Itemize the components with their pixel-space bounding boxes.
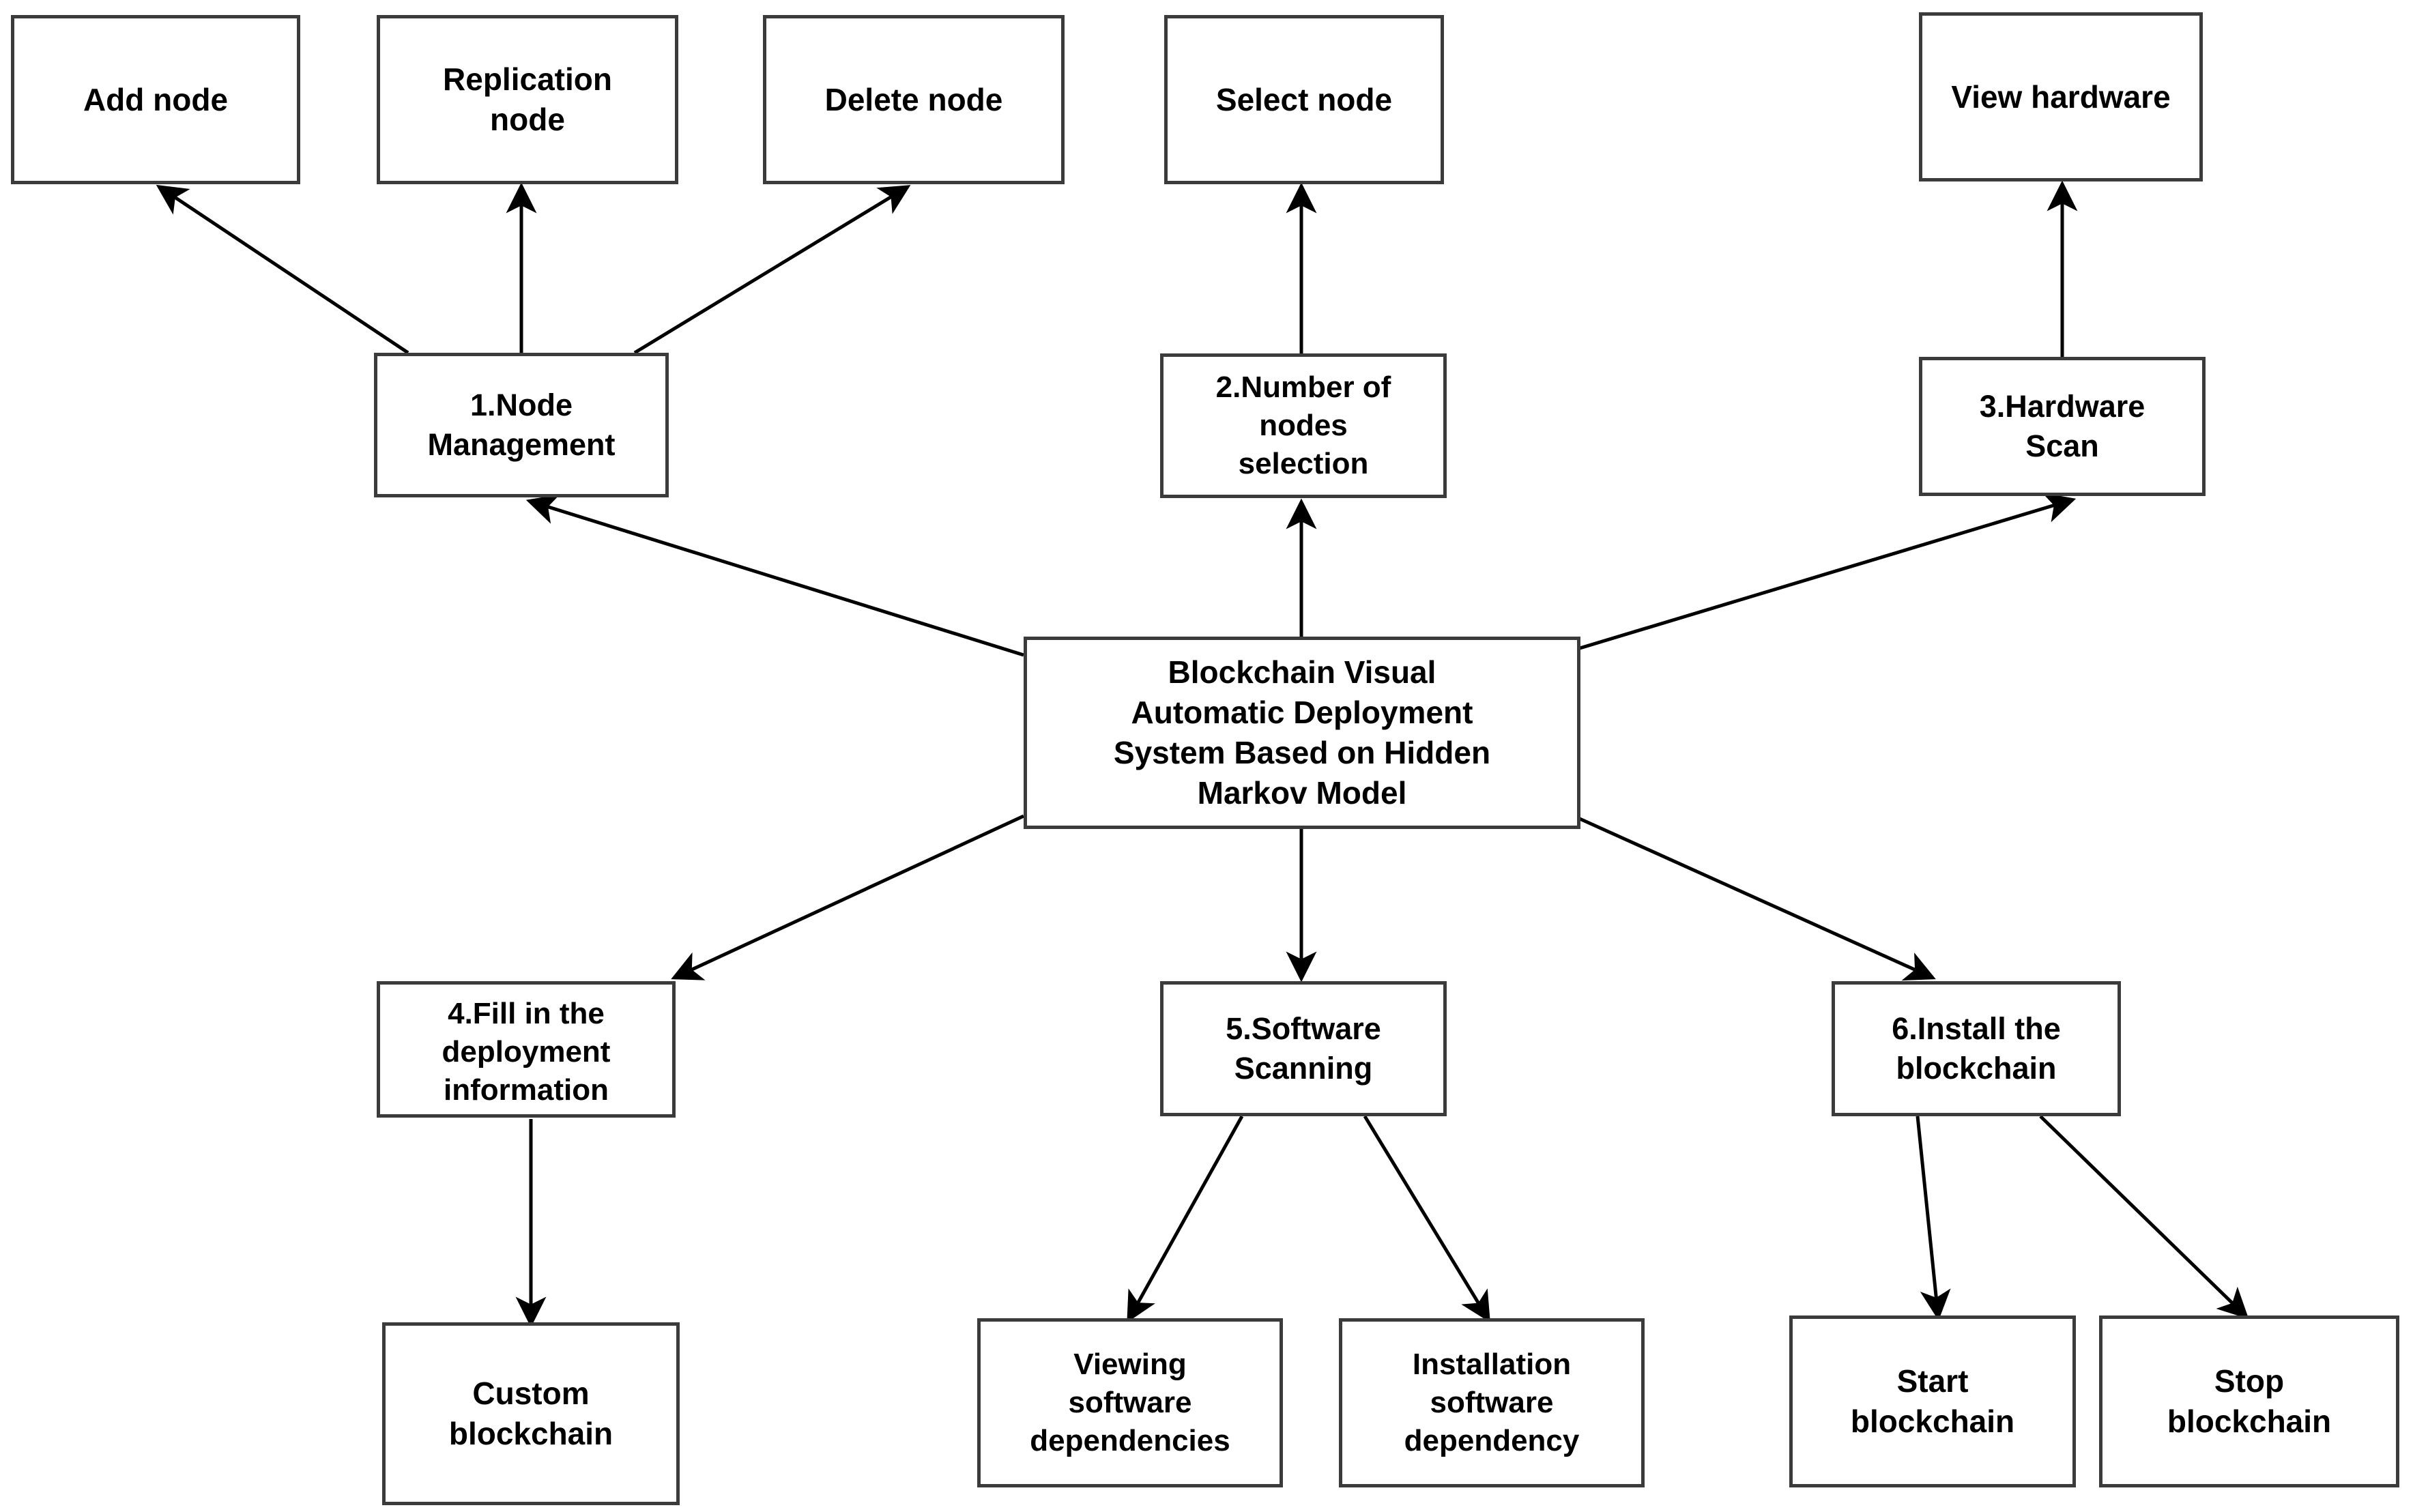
node-start-blockchain[interactable]: Start blockchain <box>1789 1315 2076 1487</box>
node-nodes-selection[interactable]: 2.Number of nodes selection <box>1160 353 1447 498</box>
node-delete-node[interactable]: Delete node <box>763 15 1065 184</box>
node-center-system[interactable]: Blockchain Visual Automatic Deployment S… <box>1024 637 1580 829</box>
edge-software-scanning-to-viewing-dependencies <box>1127 1115 1244 1323</box>
edge-center-to-hardware-scan <box>1579 493 2077 650</box>
node-node-management[interactable]: 1.Node Management <box>374 353 669 497</box>
node-select-node-label: Select node <box>1215 81 1393 117</box>
edge-software-scanning-to-installation-dependency <box>1363 1115 1490 1323</box>
edge-center-to-node-management <box>525 494 1024 657</box>
node-install-blockchain[interactable]: 6.Install the blockchain <box>1832 981 2121 1116</box>
node-view-hardware-label: View hardware <box>1951 78 2171 115</box>
node-software-scanning-label: 5.Software Scanning <box>1226 1011 1381 1086</box>
node-viewing-software-dependencies[interactable]: Viewing software dependencies <box>977 1318 1283 1487</box>
node-select-node[interactable]: Select node <box>1164 15 1444 184</box>
node-custom-blockchain-label: Custom blockchain <box>448 1376 613 1451</box>
node-add-node[interactable]: Add node <box>11 15 300 184</box>
edge-install-blockchain-to-stop-blockchain <box>2039 1115 2249 1320</box>
node-replication-node-label: Replication node <box>443 61 612 137</box>
node-deployment-info-label: 4.Fill in the deployment information <box>442 996 611 1107</box>
edge-node-management-to-add-node <box>156 184 409 355</box>
node-stop-blockchain[interactable]: Stop blockchain <box>2099 1315 2399 1487</box>
node-center-system-label: Blockchain Visual Automatic Deployment S… <box>1113 654 1491 811</box>
edge-center-to-deployment-info <box>671 814 1025 980</box>
node-hardware-scan-label: 3.Hardware Scan <box>1979 389 2145 463</box>
node-node-management-label: 1.Node Management <box>427 388 616 462</box>
node-install-blockchain-label: 6.Install the blockchain <box>1892 1011 2061 1086</box>
edge-node-management-to-delete-node <box>633 185 911 355</box>
node-start-blockchain-label: Start blockchain <box>1850 1363 2015 1439</box>
edge-install-blockchain-to-start-blockchain <box>1916 1116 1951 1321</box>
node-hardware-scan[interactable]: 3.Hardware Scan <box>1919 357 2206 496</box>
node-software-scanning[interactable]: 5.Software Scanning <box>1160 981 1447 1116</box>
node-add-node-label: Add node <box>83 81 229 117</box>
node-deployment-info[interactable]: 4.Fill in the deployment information <box>377 981 676 1118</box>
node-custom-blockchain[interactable]: Custom blockchain <box>382 1322 680 1505</box>
node-view-hardware[interactable]: View hardware <box>1919 12 2203 181</box>
node-viewing-software-dependencies-label: Viewing software dependencies <box>1030 1347 1230 1458</box>
node-installation-software-dependency[interactable]: Installation software dependency <box>1339 1318 1645 1487</box>
edge-center-to-install-blockchain <box>1578 817 1936 981</box>
node-installation-software-dependency-label: Installation software dependency <box>1404 1347 1580 1458</box>
node-nodes-selection-label: 2.Number of nodes selection <box>1215 370 1391 481</box>
node-delete-node-label: Delete node <box>824 81 1003 117</box>
node-stop-blockchain-label: Stop blockchain <box>2167 1363 2332 1439</box>
node-replication-node[interactable]: Replication node <box>377 15 678 184</box>
